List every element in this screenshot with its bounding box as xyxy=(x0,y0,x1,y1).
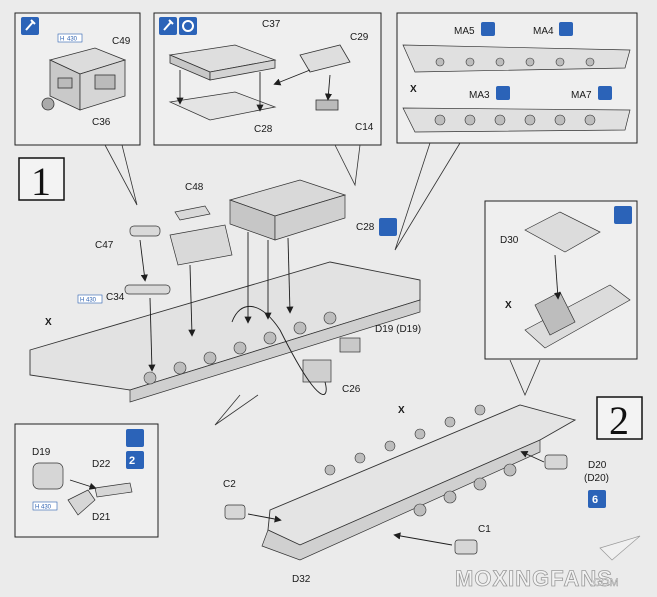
inset-engine: H 430 C49 C36 xyxy=(14,12,141,146)
svg-text:H: H xyxy=(60,37,64,43)
label-x-step2: X xyxy=(398,405,405,416)
label-ma5: MA5 xyxy=(454,26,475,37)
paint-icon xyxy=(496,86,510,100)
label-d19-main: D19 (D19) xyxy=(375,324,421,335)
inset-radiator: C37 C28 C29 C14 xyxy=(153,12,382,146)
label-d20-alt: (D20) xyxy=(584,473,609,484)
label-c1: C1 xyxy=(478,524,491,535)
label-c48: C48 xyxy=(185,182,204,193)
glue-icon xyxy=(126,429,144,447)
glue-icon xyxy=(159,17,177,35)
svg-text:.COM: .COM xyxy=(590,577,619,589)
label-ma4: MA4 xyxy=(533,26,554,37)
label-c29: C29 xyxy=(350,32,369,43)
main-paint-code: 430 xyxy=(86,298,97,304)
label-x: X xyxy=(410,84,417,95)
label-d20: D20 xyxy=(588,460,607,471)
svg-text:2: 2 xyxy=(609,398,629,443)
label-d22: D22 xyxy=(92,459,111,470)
svg-text:H: H xyxy=(80,298,84,304)
quantity-icon xyxy=(588,490,606,508)
label-d19: D19 xyxy=(32,447,51,458)
label-c49: C49 xyxy=(112,36,131,47)
label-x-sprocket: X xyxy=(505,300,512,311)
label-c2: C2 xyxy=(223,479,236,490)
label-c47: C47 xyxy=(95,240,114,251)
suspension-paint-code: 430 xyxy=(41,505,52,511)
label-ma3: MA3 xyxy=(469,90,490,101)
hull-side-drawing xyxy=(402,44,631,133)
inset-sprocket: D30 X xyxy=(484,200,638,360)
step-2-marker: 2 xyxy=(596,396,643,443)
svg-text:6: 6 xyxy=(592,494,598,506)
label-c28-main: C28 xyxy=(356,222,375,233)
label-c34: C34 xyxy=(106,292,125,303)
radiator-drawing xyxy=(168,44,351,121)
engine-drawing xyxy=(41,47,127,111)
label-c26: C26 xyxy=(342,384,361,395)
label-c37: C37 xyxy=(262,19,281,30)
paint-icon xyxy=(481,22,495,36)
watermark-logo: MOXINGFANS .COM xyxy=(455,535,641,591)
label-d30: D30 xyxy=(500,235,519,246)
step2-hull: X C2 C1 D32 D20 (D20) 6 xyxy=(223,404,609,585)
step-1-marker: 1 xyxy=(18,157,65,204)
main-hull: C48 C47 C34 H 430 X C28 D19 (D19) C26 xyxy=(29,179,421,403)
engine-paint-code: 430 xyxy=(67,37,78,43)
quantity-icon xyxy=(126,451,144,469)
label-d21: D21 xyxy=(92,512,111,523)
label-x-main: X xyxy=(45,317,52,328)
paint-icon xyxy=(559,22,573,36)
fit-icon xyxy=(179,17,197,35)
inset-suspension: 2 H 430 D19 D22 D21 xyxy=(14,423,159,538)
paint-icon xyxy=(598,86,612,100)
label-c14: C14 xyxy=(355,122,374,133)
fit-icon xyxy=(379,218,397,236)
label-d32: D32 xyxy=(292,574,311,585)
svg-text:2: 2 xyxy=(129,455,135,467)
inset-hull-side: MA5 MA4 MA3 MA7 X xyxy=(396,12,638,144)
svg-text:H: H xyxy=(35,505,39,511)
svg-text:1: 1 xyxy=(31,159,51,204)
glue-icon xyxy=(21,17,39,35)
label-ma7: MA7 xyxy=(571,90,592,101)
label-c28: C28 xyxy=(254,124,273,135)
svg-text:MOXINGFANS: MOXINGFANS xyxy=(455,566,613,591)
label-c36: C36 xyxy=(92,117,111,128)
glue-icon xyxy=(614,206,632,224)
